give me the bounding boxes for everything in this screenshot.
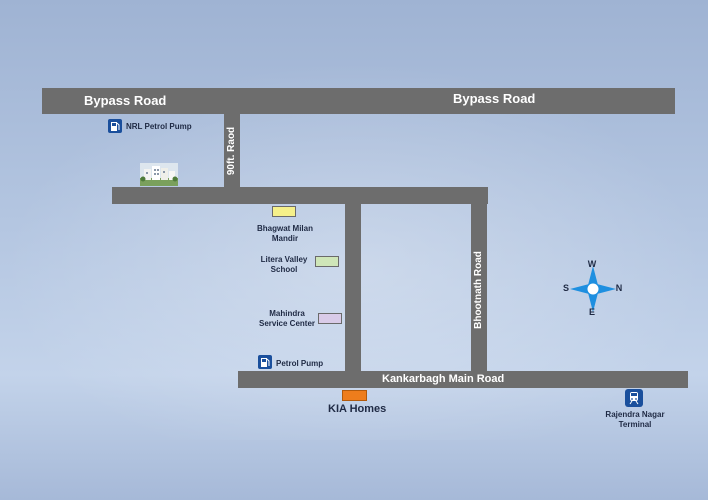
bypass-road [42,88,675,114]
rajendra-nagar-label-line2: Terminal [618,420,652,429]
central-road [345,204,361,372]
compass-bottom-letter: E [588,307,595,317]
kankarbagh-main-road-label: Kankarbagh Main Road [382,373,505,385]
compass-right-letter: N [615,283,623,293]
mahindra-label-line2: Service Center [258,319,316,328]
mahindra-marker [318,313,342,324]
bhootnath-road-label: Bhootnath Road [473,251,484,329]
building-photo-icon [140,163,178,186]
ninety-ft-road [224,114,240,188]
petrol-pump-label: Petrol Pump [276,359,324,368]
rajendra-nagar-label: Rajendra Nagar Terminal [596,410,674,430]
ninety-ft-road-label: 90ft. Raod [226,126,237,176]
rajendra-nagar-label-line1: Rajendra Nagar [605,410,665,419]
kia-homes-marker [342,390,367,401]
fuel-pump-icon [108,119,122,133]
litera-valley-label: Litera Valley School [252,255,316,275]
bhagwat-milan-marker [272,206,296,217]
litera-valley-marker [315,256,339,267]
fuel-pump-icon [258,355,272,369]
compass-top-letter: W [587,259,597,269]
train-icon [625,389,643,407]
compass-rose-icon [560,258,626,320]
nrl-petrol-pump-label: NRL Petrol Pump [126,122,192,131]
bhagwat-milan-label-line2: Mandir [271,234,299,243]
bhagwat-milan-label-line1: Bhagwat Milan [256,224,313,233]
bypass-road-label-right: Bypass Road [453,91,536,106]
kia-homes-label: KIA Homes [328,403,387,415]
bhagwat-milan-label: Bhagwat Milan Mandir [250,224,320,244]
litera-valley-label-line1: Litera Valley [260,255,308,264]
litera-valley-label-line2: School [270,265,298,274]
kankarbagh-main-road [238,371,688,388]
mahindra-label: Mahindra Service Center [252,309,322,329]
connector-road [112,187,488,204]
bypass-road-label-left: Bypass Road [84,93,167,108]
bhootnath-road [471,204,487,372]
compass-left-letter: S [562,283,569,293]
mahindra-label-line1: Mahindra [269,309,305,318]
